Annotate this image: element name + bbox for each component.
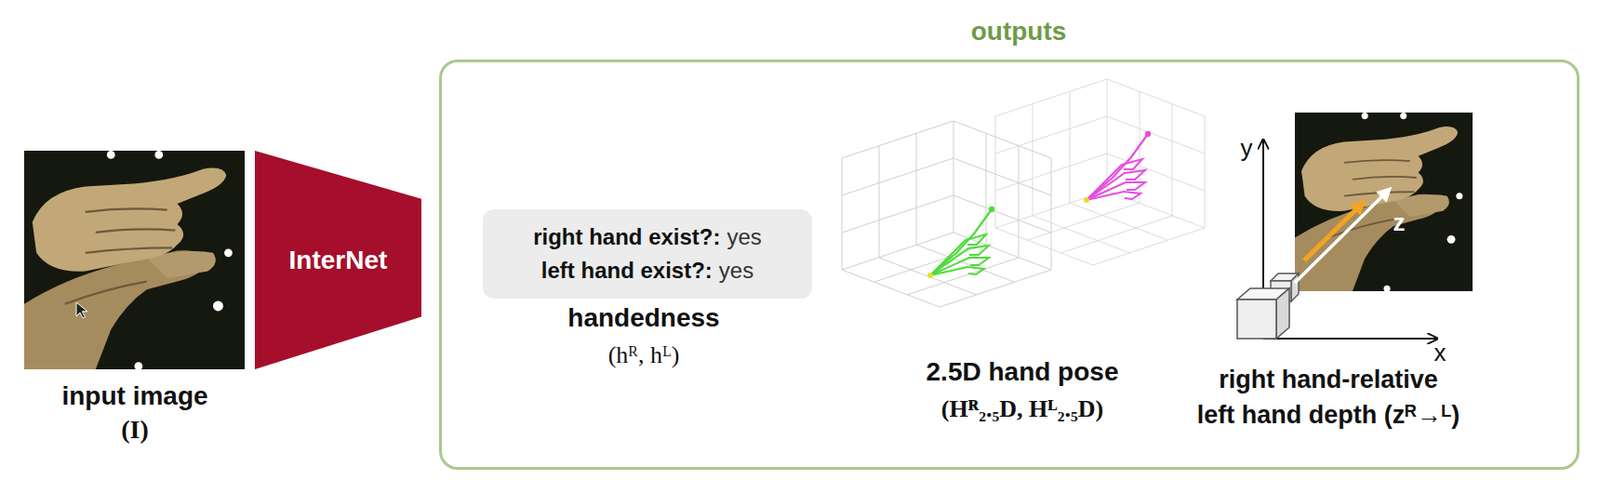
caption-text: handedness — [567, 302, 720, 334]
math-symbol: (I) — [120, 413, 149, 446]
x-axis — [1263, 337, 1438, 340]
handedness-box: right hand exist?:yesleft hand exist?:ye… — [482, 209, 813, 299]
network-name: InterNet — [289, 245, 388, 276]
question-text: left hand exist?: — [541, 256, 713, 285]
axis-label: y — [1240, 133, 1254, 163]
answer-text: yes — [726, 223, 761, 252]
origin-cube — [1237, 288, 1290, 339]
caption-text: right hand-relative — [1218, 364, 1439, 395]
frame-heading: outputs — [451, 15, 1587, 48]
math-symbol: (Hᴿ₂.₅D, Hᴸ₂.₅D) — [941, 394, 1104, 424]
network-block: InterNet — [254, 150, 422, 370]
trapezoid-fill — [254, 150, 422, 370]
question-text: right hand exist?: — [533, 223, 720, 252]
depth-arrow — [1304, 201, 1364, 261]
axis-label: x — [1434, 338, 1447, 368]
answer-row: right hand exist?:yes — [533, 223, 762, 252]
depth-photo — [1294, 112, 1473, 293]
caption-text: 2.5D hand pose — [926, 356, 1120, 388]
input-photo — [24, 150, 245, 371]
answer-text: yes — [719, 256, 754, 285]
mouse-cursor — [76, 302, 88, 319]
plot-grid — [841, 120, 1052, 307]
plot-grid — [995, 79, 1205, 266]
answer-row: left hand exist?:yes — [541, 256, 754, 285]
math-symbol: (hᴿ, hᴸ) — [608, 340, 680, 370]
caption-text: input image — [61, 380, 208, 413]
left-hand-skeleton — [1083, 131, 1151, 203]
caption-text: left hand depth (zᴿ→ᴸ) — [1197, 400, 1460, 430]
z-arrow — [1294, 188, 1390, 283]
right-hand-skeleton — [927, 206, 995, 279]
axis-label: z — [1393, 208, 1406, 238]
